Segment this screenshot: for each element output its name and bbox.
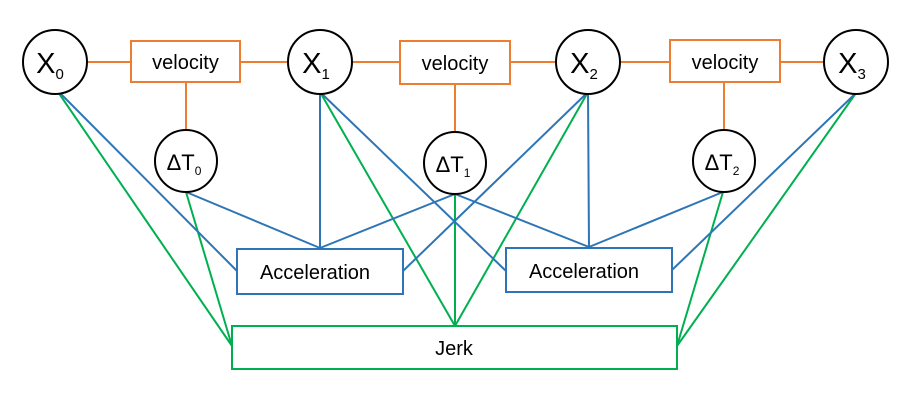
jerk-edge-x1 — [319, 91, 456, 327]
velocity-box-2: velocity — [669, 39, 781, 83]
node-symbol: X — [302, 48, 321, 80]
node-subscript: 2 — [590, 66, 598, 83]
dt-subscript: 2 — [733, 164, 740, 178]
node-subscript: 0 — [56, 66, 64, 83]
velocity-label: velocity — [692, 52, 759, 74]
svg-text:ΔT0: ΔT0 — [167, 150, 202, 178]
jerk-edge-x2 — [454, 91, 589, 327]
acceleration-label: Acceleration — [260, 262, 370, 284]
acc1-edge-dt0 — [185, 191, 321, 249]
node-subscript: 1 — [322, 66, 330, 83]
jerk-edge-x3 — [676, 92, 857, 347]
jerk-label: Jerk — [435, 338, 474, 360]
acceleration-box-0: Acceleration — [236, 248, 404, 295]
dt-symbol: ΔT — [705, 150, 733, 175]
dt-node-0: ΔT0 — [154, 129, 218, 193]
dt-node-1: ΔT1 — [423, 131, 487, 195]
velocity-label: velocity — [422, 53, 489, 75]
svg-text:ΔT2: ΔT2 — [705, 150, 740, 178]
velocity-edges — [87, 61, 824, 132]
acc2-edge-x3 — [671, 92, 857, 271]
acc1-edge-x0 — [55, 88, 238, 272]
jerk-edge-x0 — [55, 88, 233, 347]
svg-text:ΔT1: ΔT1 — [436, 152, 471, 180]
node-symbol: X — [838, 48, 857, 80]
velocity-box-1: velocity — [399, 40, 511, 85]
acceleration-label: Acceleration — [529, 261, 639, 283]
svg-text:X2: X2 — [570, 48, 598, 83]
jerk-edges — [55, 88, 857, 347]
dt-symbol: ΔT — [436, 152, 464, 177]
acc2-edge-x1 — [319, 91, 507, 272]
state-node-x0: X0 — [22, 29, 88, 95]
dt-subscript: 1 — [464, 166, 471, 180]
acc2-edge-x2 — [587, 91, 590, 248]
svg-text:X1: X1 — [302, 48, 330, 83]
node-symbol: X — [570, 48, 589, 80]
acc1-edge-dt1 — [319, 193, 456, 249]
acceleration-box-1: Acceleration — [505, 247, 673, 293]
velocity-label: velocity — [152, 52, 219, 74]
jerk-edge-dt2 — [676, 191, 724, 347]
dt-symbol: ΔT — [167, 150, 195, 175]
svg-text:X3: X3 — [838, 48, 866, 83]
jerk-box: Jerk — [231, 325, 678, 370]
acc2-edge-dt1 — [454, 193, 590, 248]
state-node-x2: X2 — [555, 29, 621, 95]
svg-text:X0: X0 — [36, 48, 64, 83]
node-symbol: X — [36, 48, 55, 80]
state-node-x3: X3 — [823, 29, 889, 95]
node-subscript: 3 — [858, 66, 866, 83]
dt-node-2: ΔT2 — [692, 129, 756, 193]
acceleration-edges — [55, 88, 857, 272]
state-node-x1: X1 — [287, 29, 353, 95]
velocity-box-0: velocity — [130, 40, 241, 83]
jerk-edge-dt0 — [185, 191, 233, 347]
acc2-edge-dt2 — [588, 191, 724, 248]
dt-subscript: 0 — [195, 164, 202, 178]
acc1-edge-x2 — [402, 91, 589, 272]
